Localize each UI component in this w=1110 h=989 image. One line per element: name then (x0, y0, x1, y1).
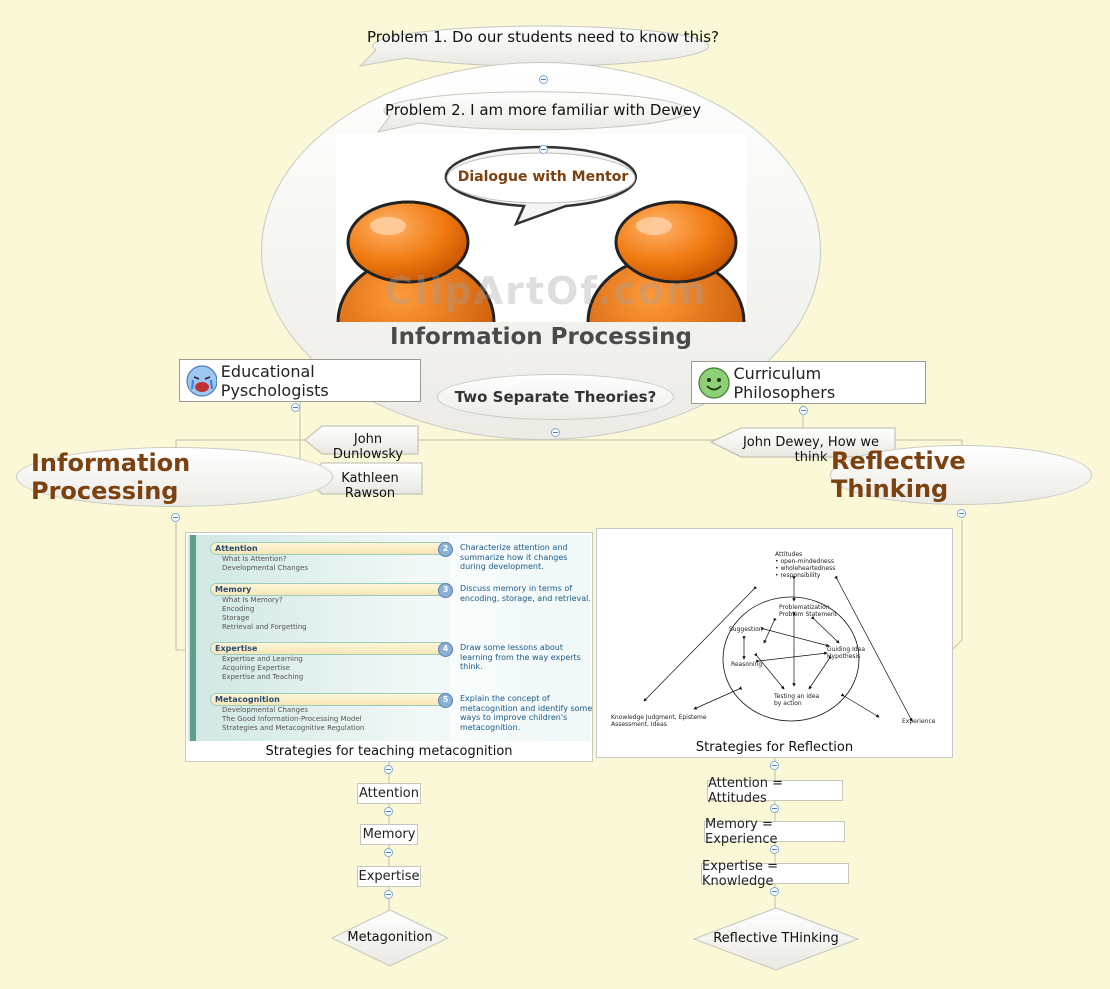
right-chain-attention-attitudes[interactable]: Attention = Attitudes (707, 776, 843, 806)
chapter-memory-goal: Discuss memory in terms of encoding, sto… (460, 584, 591, 603)
crying-face-icon (186, 364, 217, 397)
node-guiding-idea: Guiding Idea Hypothesis (827, 646, 866, 660)
outline-sidebar-stripe (190, 535, 196, 741)
right-end-diamond-shape (692, 907, 860, 971)
john-dunlowsky-label[interactable]: John Dunlowsky (332, 432, 404, 462)
node-experience: Experience (902, 718, 936, 725)
curriculum-philosophers-node[interactable]: Curriculum Philosophers (691, 361, 926, 404)
clipart-watermark: ClipArtOf.com (384, 269, 708, 313)
chapter-memory-subtopics: What Is Memory? Encoding Storage Retriev… (222, 596, 307, 631)
reflection-diagram-arrows (643, 575, 913, 722)
left-chain-attention[interactable]: Attention (357, 783, 421, 804)
collapse-toggle-metacog-card[interactable] (384, 765, 393, 774)
problem2-callout-shape (376, 91, 689, 133)
chapter-expertise-subtopics: Expertise and Learning Acquiring Experti… (222, 655, 304, 681)
collapse-toggle-reflection-card[interactable] (770, 761, 779, 770)
left-chain-memory[interactable]: Memory (360, 824, 418, 845)
collapse-toggle-problem1[interactable] (539, 75, 548, 84)
collapse-toggle-left-attention[interactable] (384, 807, 393, 816)
left-end-metacognition[interactable]: Metagonition (347, 930, 433, 945)
collapse-toggle-problem2[interactable] (539, 145, 548, 154)
collapse-toggle-left-memory[interactable] (384, 848, 393, 857)
kathleen-rawson-label[interactable]: Kathleen Rawson (341, 471, 399, 501)
reflective-thinking-theory[interactable]: Reflective Thinking (830, 445, 1092, 505)
chapter-metacognition-goal: Explain the concept of metacognition and… (460, 694, 593, 732)
collapse-toggle-center[interactable] (551, 428, 560, 437)
right-end-reflective-thinking[interactable]: Reflective THinking (713, 931, 839, 946)
chapter-attention-goal: Characterize attention and summarize how… (460, 543, 568, 571)
node-knowledge: Knowledge Judgment, Episteme Assessment,… (611, 714, 707, 728)
reflection-strategies-card[interactable]: Attitudes • open-mindedness • wholeheart… (596, 528, 953, 758)
node-problematization: Problematization Problem Statement (779, 604, 838, 618)
collapse-toggle-reflective[interactable] (957, 509, 966, 518)
chapter-attention-subtopics: What Is Attention? Developmental Changes (222, 555, 309, 572)
node-suggestion: Suggestion (729, 626, 763, 633)
collapse-toggle-right-expertise[interactable] (770, 887, 779, 896)
collapse-toggle-edu-psych[interactable] (291, 403, 300, 412)
information-processing-theory[interactable]: Information Processing (16, 447, 333, 507)
node-reasoning: Reasoning (731, 661, 763, 668)
collapse-toggle-right-attention[interactable] (770, 804, 779, 813)
curriculum-philosophers-label: Curriculum Philosophers (733, 363, 836, 402)
right-chain-memory-experience[interactable]: Memory = Experience (704, 817, 845, 847)
problem2-text[interactable]: Problem 2. I am more familiar with Dewey (384, 101, 702, 119)
reflection-diagram-image: Attitudes • open-mindedness • wholeheart… (599, 531, 950, 735)
collapse-toggle-left-expertise[interactable] (384, 890, 393, 899)
node-attitudes: Attitudes • open-mindedness • wholeheart… (775, 551, 836, 579)
dialogue-text[interactable]: Dialogue with Mentor (457, 169, 629, 185)
collapse-toggle-curr-phil[interactable] (799, 406, 808, 415)
right-chain-expertise-knowledge[interactable]: Expertise = Knowledge (701, 859, 849, 889)
mentor-clipart-image: ClipArtOf.com (336, 134, 747, 322)
left-end-diamond-shape (330, 909, 450, 967)
chapter-metacognition-subtopics: Developmental Changes The Good Informati… (222, 706, 365, 732)
node-testing-idea: Testing an idea by action (774, 693, 820, 707)
collapse-toggle-right-memory[interactable] (770, 845, 779, 854)
left-chain-expertise[interactable]: Expertise (357, 866, 421, 887)
collapse-toggle-info-processing[interactable] (171, 513, 180, 522)
chapter-expertise-goal: Draw some lessons about learning from th… (460, 643, 581, 671)
reflection-card-caption: Strategies for Reflection (695, 740, 854, 755)
mentor-figures-illustration (336, 145, 746, 322)
metacognition-card-caption: Strategies for teaching metacognition (265, 744, 513, 759)
educational-psychologists-node[interactable]: Educational Pyschologists (179, 359, 421, 402)
smiley-face-icon (698, 366, 730, 399)
two-theories-question[interactable]: Two Separate Theories? (437, 374, 674, 420)
center-title[interactable]: Information Processing (390, 324, 692, 350)
outline-goals-column (450, 535, 590, 741)
problem1-text[interactable]: Problem 1. Do our students need to know … (366, 28, 720, 46)
educational-psychologists-label: Educational Pyschologists (220, 361, 329, 400)
